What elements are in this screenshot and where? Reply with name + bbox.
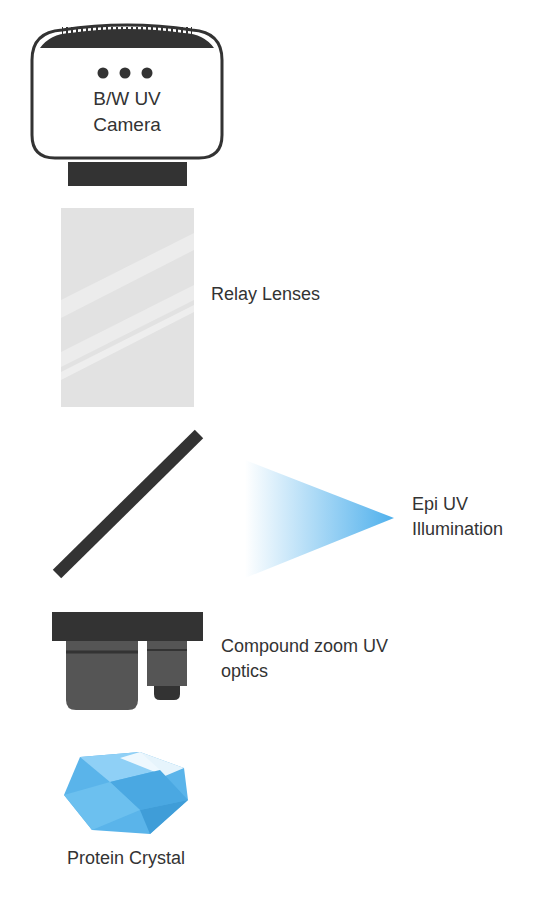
part-label: Protein Crystal xyxy=(20,846,232,871)
part-label: Compound zoom UV optics xyxy=(221,634,421,684)
part-label: Epi UV Illumination xyxy=(412,492,552,542)
camera-mount xyxy=(68,162,187,186)
part-label: Relay Lenses xyxy=(211,282,321,307)
zoom-optics xyxy=(52,612,203,710)
protein-crystal xyxy=(64,752,188,834)
camera-box: B/W UV Camera xyxy=(32,28,222,158)
uv-beam xyxy=(245,460,394,578)
relay-lenses xyxy=(61,208,194,407)
camera-body xyxy=(32,25,222,158)
camera-label: B/W UV Camera xyxy=(77,86,177,138)
beam-splitter xyxy=(57,434,199,574)
